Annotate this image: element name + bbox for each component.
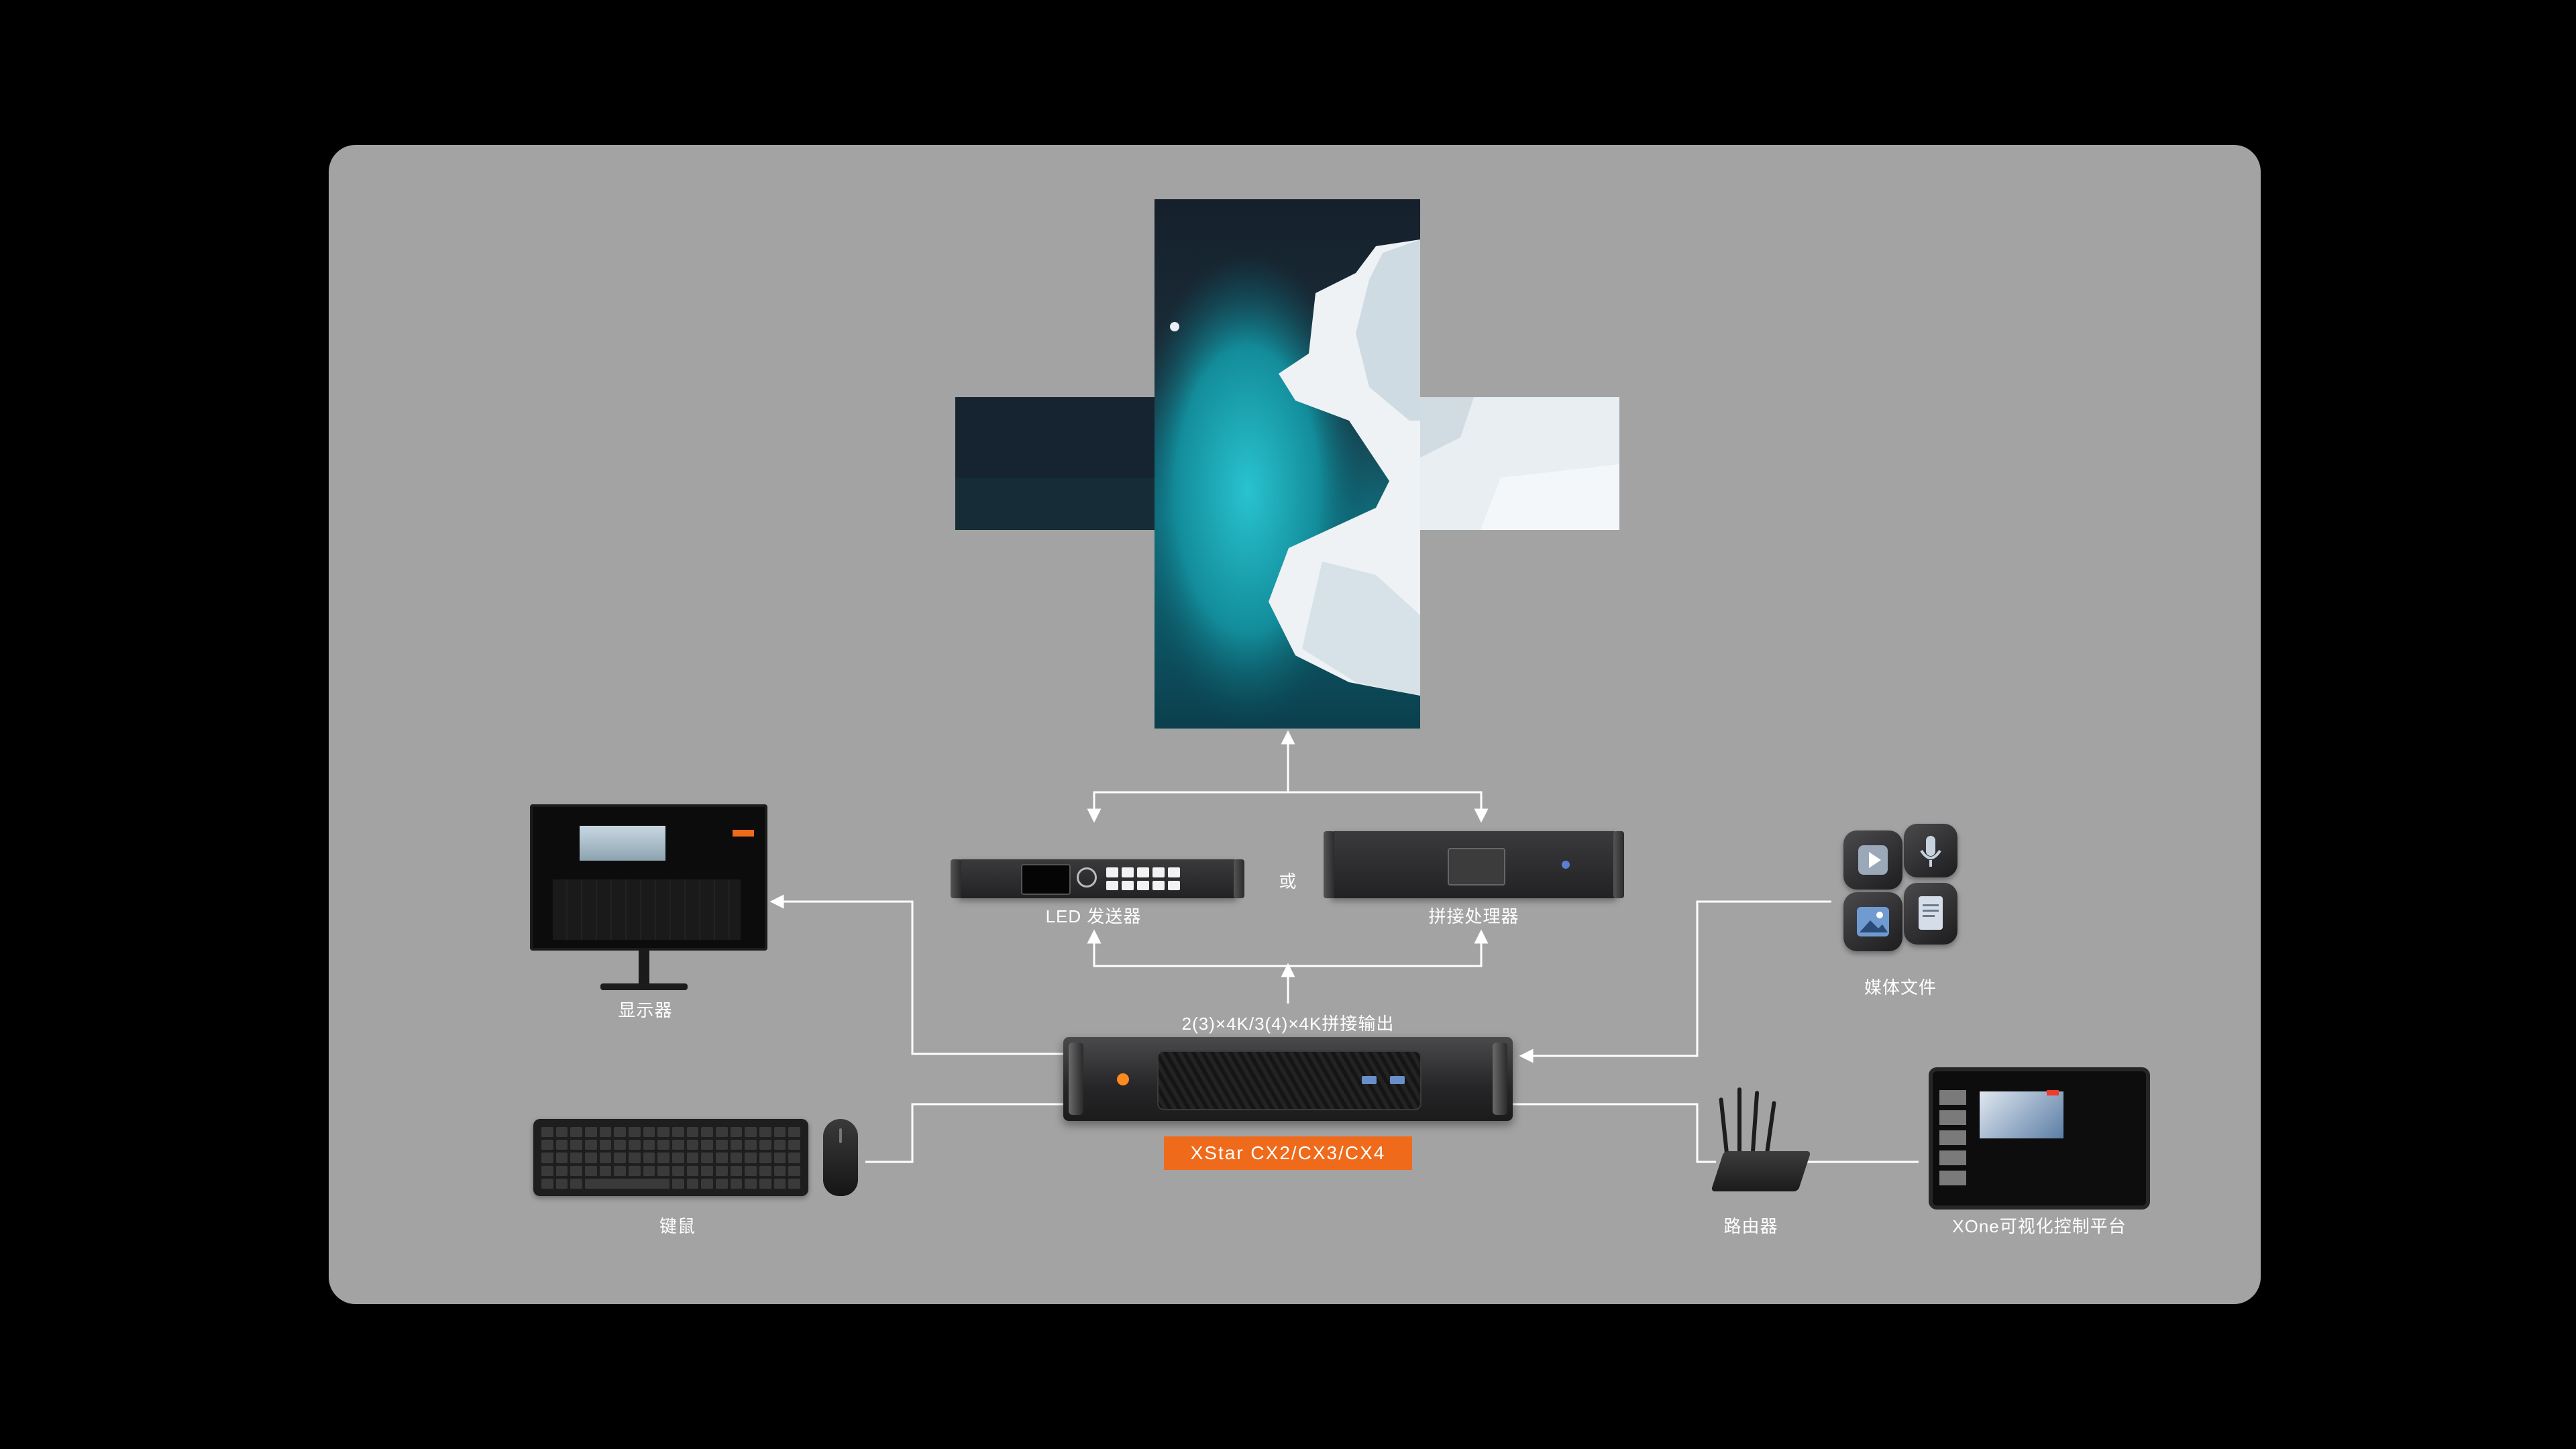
media-video-icon [1843, 830, 1902, 890]
or-text: 或 [1279, 871, 1297, 892]
splicing-processor-label: 拼接处理器 [1428, 906, 1519, 926]
sender-lcd [1021, 864, 1071, 895]
media-doc-icon [1904, 883, 1957, 945]
monitor-timeline [553, 879, 741, 940]
tablet-preview [1980, 1091, 2063, 1138]
led-wall-center-column [1155, 199, 1420, 729]
keyboard-icon [533, 1119, 808, 1196]
rack-ear [1324, 831, 1334, 898]
usb-port [1390, 1076, 1405, 1084]
sender-keypad [1106, 867, 1180, 890]
main-unit-model-badge: XStar CX2/CX3/CX4 [1164, 1136, 1412, 1170]
rack-ear [951, 859, 961, 898]
keyboard-mouse-label: 键鼠 [659, 1216, 696, 1236]
monitor-base [600, 983, 688, 990]
connector-lines [769, 730, 1919, 1163]
processor-indicator [1562, 861, 1570, 869]
rack-handle [1069, 1042, 1083, 1115]
output-caption: 2(3)×4K/3(4)×4K拼接输出 [1181, 1014, 1395, 1034]
media-image-icon [1843, 892, 1902, 951]
platform-label: XOne可视化控制平台 [1952, 1216, 2127, 1236]
front-grille [1157, 1051, 1421, 1110]
monitor-accent [733, 830, 754, 837]
monitor-label: 显示器 [618, 1000, 673, 1020]
power-logo-icon [1117, 1073, 1129, 1085]
rack-handle [1493, 1042, 1507, 1115]
monitor-stand [639, 948, 649, 985]
led-wall-left-arm [955, 397, 1155, 530]
tablet-thumbnails [1939, 1090, 1966, 1191]
led-sender-label: LED 发送器 [1045, 906, 1142, 926]
tablet-accent [2047, 1090, 2059, 1095]
rack-ear [1234, 859, 1244, 898]
router-antenna [1737, 1087, 1741, 1155]
splicing-processor-device [1324, 831, 1624, 898]
mouse-wheel [839, 1128, 842, 1143]
usb-port [1362, 1076, 1377, 1084]
media-mic-icon [1904, 824, 1957, 877]
sender-knob [1077, 867, 1097, 888]
rack-ear [1613, 831, 1624, 898]
router-body [1711, 1151, 1811, 1191]
tablet-icon [1929, 1067, 2150, 1210]
mouse-icon [823, 1119, 858, 1196]
processor-screen [1448, 848, 1505, 885]
monitor-preview [580, 826, 665, 861]
keyboard-keys [541, 1127, 800, 1189]
led-sender-device [951, 859, 1244, 898]
led-wall-right-arm [1420, 397, 1619, 530]
media-files-label: 媒体文件 [1864, 977, 1937, 998]
diagram-panel: LED 发送器 或 拼接处理器 2(3)×4K/3(4)×4K拼接输出 XSta… [329, 145, 2261, 1304]
main-unit-device [1063, 1037, 1513, 1121]
monitor-icon [530, 804, 767, 951]
router-label: 路由器 [1723, 1216, 1778, 1236]
